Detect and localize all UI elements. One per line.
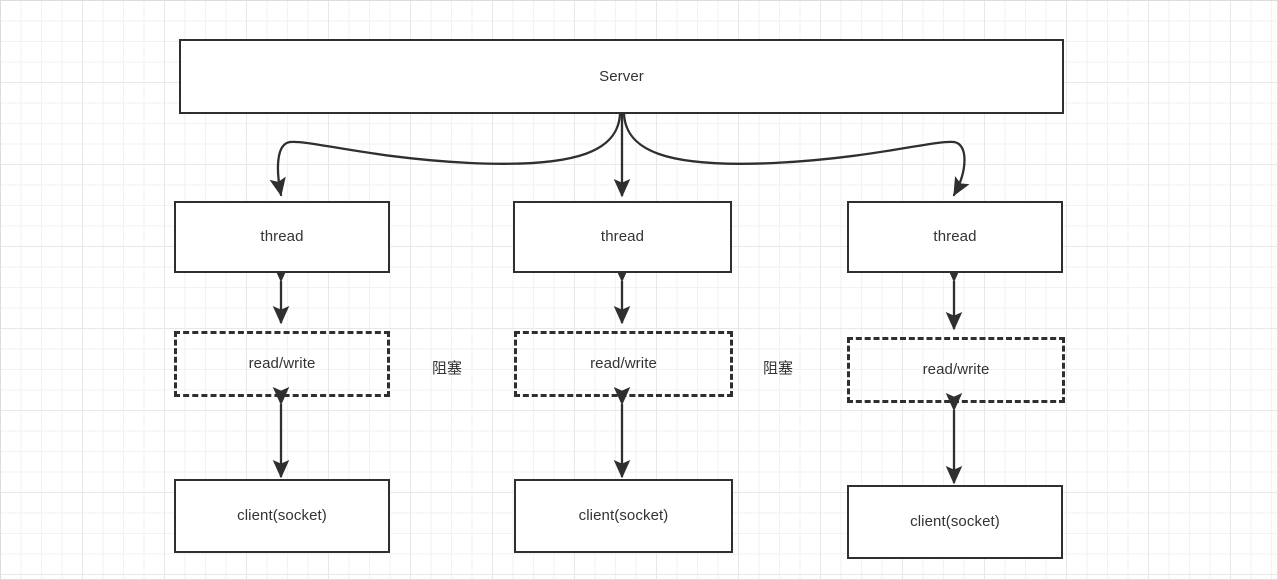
node-readwrite-1-label: read/write (248, 355, 316, 372)
node-thread-3-label: thread (933, 228, 977, 245)
node-readwrite-2[interactable]: read/write (514, 331, 733, 397)
node-client-3[interactable]: client(socket) (847, 485, 1063, 559)
node-client-1[interactable]: client(socket) (174, 479, 390, 553)
node-readwrite-2-label: read/write (590, 355, 657, 372)
node-thread-2[interactable]: thread (513, 201, 732, 273)
node-server[interactable]: Server (179, 39, 1064, 114)
annotation-blocking-2: 阻塞 (763, 360, 794, 377)
node-readwrite-3-label: read/write (922, 361, 990, 378)
node-readwrite-3[interactable]: read/write (847, 337, 1065, 403)
node-client-2-label: client(socket) (578, 507, 669, 524)
node-thread-3[interactable]: thread (847, 201, 1063, 273)
edge-server-to-thread-right (622, 112, 970, 197)
node-client-1-label: client(socket) (237, 507, 327, 524)
annotation-blocking-1: 阻塞 (432, 360, 463, 377)
node-thread-1[interactable]: thread (174, 201, 390, 273)
node-readwrite-1[interactable]: read/write (174, 331, 390, 397)
node-thread-1-label: thread (260, 228, 304, 245)
node-client-2[interactable]: client(socket) (514, 479, 733, 553)
node-thread-2-label: thread (600, 228, 645, 245)
node-server-label: Server (599, 67, 644, 85)
node-client-3-label: client(socket) (910, 513, 1000, 530)
edge-server-to-thread-left (269, 112, 622, 197)
